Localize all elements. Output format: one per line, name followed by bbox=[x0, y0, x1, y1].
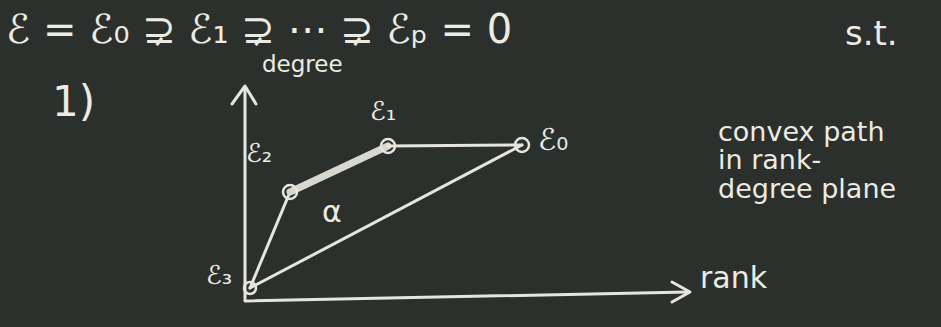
point-label: ℰ₁ bbox=[370, 98, 396, 125]
point-label: ℰ₂ bbox=[246, 140, 272, 167]
filtration-formula: ℰ = ℰ₀ ⊋ ℰ₁ ⊋ ⋯ ⊋ ℰₚ = 0 bbox=[6, 8, 512, 50]
point-label: ℰ₃ bbox=[206, 262, 232, 289]
angle-label: α bbox=[322, 196, 342, 228]
path-segment bbox=[250, 192, 290, 288]
point-label: ℰ₀ bbox=[538, 124, 568, 156]
chord-line bbox=[250, 145, 522, 288]
item-number: 1) bbox=[52, 80, 95, 124]
path-segment-highlighted bbox=[290, 146, 388, 192]
axis-label: rank bbox=[700, 262, 767, 294]
note-text: convex path in rank-degree plane bbox=[718, 118, 908, 203]
axis-arrowhead bbox=[672, 282, 690, 302]
point bbox=[381, 139, 395, 153]
rank-axis bbox=[245, 292, 688, 301]
point bbox=[515, 138, 529, 152]
point bbox=[244, 282, 256, 294]
axis-arrowhead bbox=[232, 86, 256, 104]
such-that-note: s.t. bbox=[845, 16, 898, 52]
degree-axis bbox=[244, 88, 247, 300]
axis-label: degree bbox=[262, 52, 343, 76]
path-segment bbox=[388, 145, 522, 146]
point bbox=[283, 185, 297, 199]
